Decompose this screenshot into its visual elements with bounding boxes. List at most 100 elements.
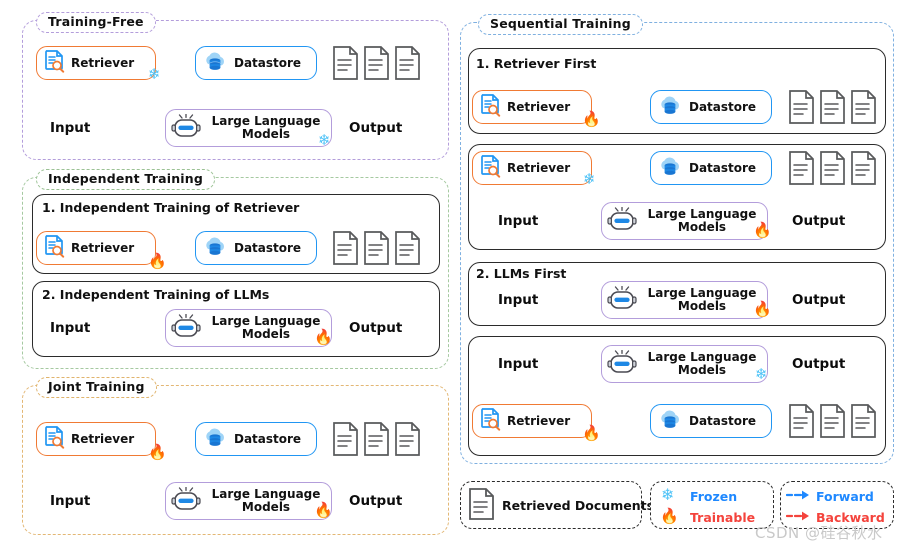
legend-label-frozen: Frozen (690, 489, 738, 504)
text-input-training-free: Input (50, 120, 91, 136)
database-cloud-icon (202, 236, 228, 260)
chip-label-llm: Large Language Models (201, 313, 331, 342)
chip-retriever-seq1b[interactable]: Retriever (472, 151, 592, 185)
llm-line-1: Large Language (647, 206, 757, 221)
chip-llm-independent[interactable]: Large Language Models (165, 309, 332, 347)
retrieved-documents-icon (332, 421, 428, 461)
robot-icon (171, 487, 201, 515)
database-cloud-icon (657, 409, 683, 433)
subtitle-llms-first: 2. LLMs First (476, 266, 567, 281)
database-cloud-icon (202, 427, 228, 451)
chip-llm-seq2[interactable]: Large Language Models (601, 281, 768, 319)
text-output-joint: Output (349, 493, 403, 509)
text-output-independent: Output (349, 320, 403, 336)
chip-label-retriever: Retriever (507, 413, 571, 428)
retrieved-documents-icon (332, 230, 428, 270)
text-input-independent: Input (50, 320, 91, 336)
chip-retriever-seq2b[interactable]: Retriever (472, 404, 592, 438)
chip-label-datastore: Datastore (689, 413, 757, 428)
retrieved-document-icon (468, 487, 498, 525)
chip-datastore-joint[interactable]: Datastore (195, 422, 317, 456)
text-input-seq2b: Input (498, 356, 539, 372)
legend-status-box (650, 481, 774, 529)
text-input-seq1: Input (498, 213, 539, 229)
chip-llm-joint[interactable]: Large Language Models (165, 482, 332, 520)
chip-retriever-training-free[interactable]: Retriever (36, 46, 156, 80)
chip-datastore-independent[interactable]: Datastore (195, 231, 317, 265)
document-search-icon (479, 407, 501, 435)
llm-line-2: Models (241, 127, 291, 141)
chip-label-llm: Large Language Models (637, 349, 767, 378)
document-search-icon (43, 234, 65, 262)
llm-line-2: Models (677, 363, 727, 377)
document-search-icon (43, 49, 65, 77)
document-search-icon (479, 154, 501, 182)
chip-label-retriever: Retriever (71, 240, 135, 255)
text-output-seq2b: Output (792, 356, 846, 372)
retrieved-documents-icon (332, 45, 428, 85)
robot-icon (171, 314, 201, 342)
legend-label-forward: Forward (816, 489, 874, 504)
database-cloud-icon (657, 95, 683, 119)
chip-datastore-seq1[interactable]: Datastore (650, 90, 772, 124)
llm-line-2: Models (677, 299, 727, 313)
chip-label-datastore: Datastore (234, 431, 302, 446)
subtitle-independent-retriever: 1. Independent Training of Retriever (42, 200, 300, 215)
chip-llm-seq2b[interactable]: Large Language Models (601, 345, 768, 383)
llm-line-1: Large Language (211, 486, 321, 501)
legend-label-backward: Backward (816, 510, 885, 525)
retrieved-documents-icon (788, 89, 884, 129)
database-cloud-icon (657, 156, 683, 180)
document-search-icon (479, 93, 501, 121)
text-input-joint: Input (50, 493, 91, 509)
panel-title-joint-training: Joint Training (36, 377, 157, 398)
chip-label-datastore: Datastore (234, 55, 302, 70)
chip-retriever-joint[interactable]: Retriever (36, 422, 156, 456)
chip-label-datastore: Datastore (689, 99, 757, 114)
retrieved-documents-icon (788, 403, 884, 443)
text-output-training-free: Output (349, 120, 403, 136)
retrieved-documents-icon (788, 150, 884, 190)
chip-label-llm: Large Language Models (637, 206, 767, 235)
chip-label-retriever: Retriever (507, 99, 571, 114)
watermark: CSDN @硅谷秋水 (755, 524, 883, 542)
subtitle-independent-llm: 2. Independent Training of LLMs (42, 287, 270, 302)
chip-label-datastore: Datastore (234, 240, 302, 255)
chip-label-retriever: Retriever (507, 160, 571, 175)
chip-llm-training-free[interactable]: Large Language Models (165, 109, 332, 147)
chip-label-llm: Large Language Models (201, 486, 331, 515)
legend-label-retrieved-documents: Retrieved Documents (502, 498, 655, 513)
chip-label-retriever: Retriever (71, 431, 135, 446)
chip-retriever-seq1[interactable]: Retriever (472, 90, 592, 124)
chip-datastore-seq1b[interactable]: Datastore (650, 151, 772, 185)
database-cloud-icon (202, 51, 228, 75)
llm-line-1: Large Language (647, 285, 757, 300)
robot-icon (171, 114, 201, 142)
robot-icon (607, 350, 637, 378)
robot-icon (607, 207, 637, 235)
chip-label-llm: Large Language Models (637, 285, 767, 314)
subtitle-retriever-first: 1. Retriever First (476, 56, 597, 71)
llm-line-2: Models (677, 220, 727, 234)
text-output-seq1: Output (792, 213, 846, 229)
chip-datastore-training-free[interactable]: Datastore (195, 46, 317, 80)
chip-llm-seq1[interactable]: Large Language Models (601, 202, 768, 240)
llm-line-1: Large Language (211, 113, 321, 128)
legend-backward-arrow-icon (786, 511, 809, 521)
legend-arrows-box (780, 481, 894, 529)
chip-datastore-seq2b[interactable]: Datastore (650, 404, 772, 438)
document-search-icon (43, 425, 65, 453)
chip-label-retriever: Retriever (71, 55, 135, 70)
legend-forward-arrow-icon (786, 490, 809, 500)
panel-title-independent-training: Independent Training (36, 169, 216, 190)
chip-label-llm: Large Language Models (201, 113, 331, 142)
llm-line-1: Large Language (211, 313, 321, 328)
llm-line-2: Models (241, 500, 291, 514)
chip-label-datastore: Datastore (689, 160, 757, 175)
llm-line-1: Large Language (647, 349, 757, 364)
panel-title-training-free: Training-Free (36, 12, 156, 33)
chip-retriever-independent[interactable]: Retriever (36, 231, 156, 265)
text-input-seq2: Input (498, 292, 539, 308)
llm-line-2: Models (241, 327, 291, 341)
